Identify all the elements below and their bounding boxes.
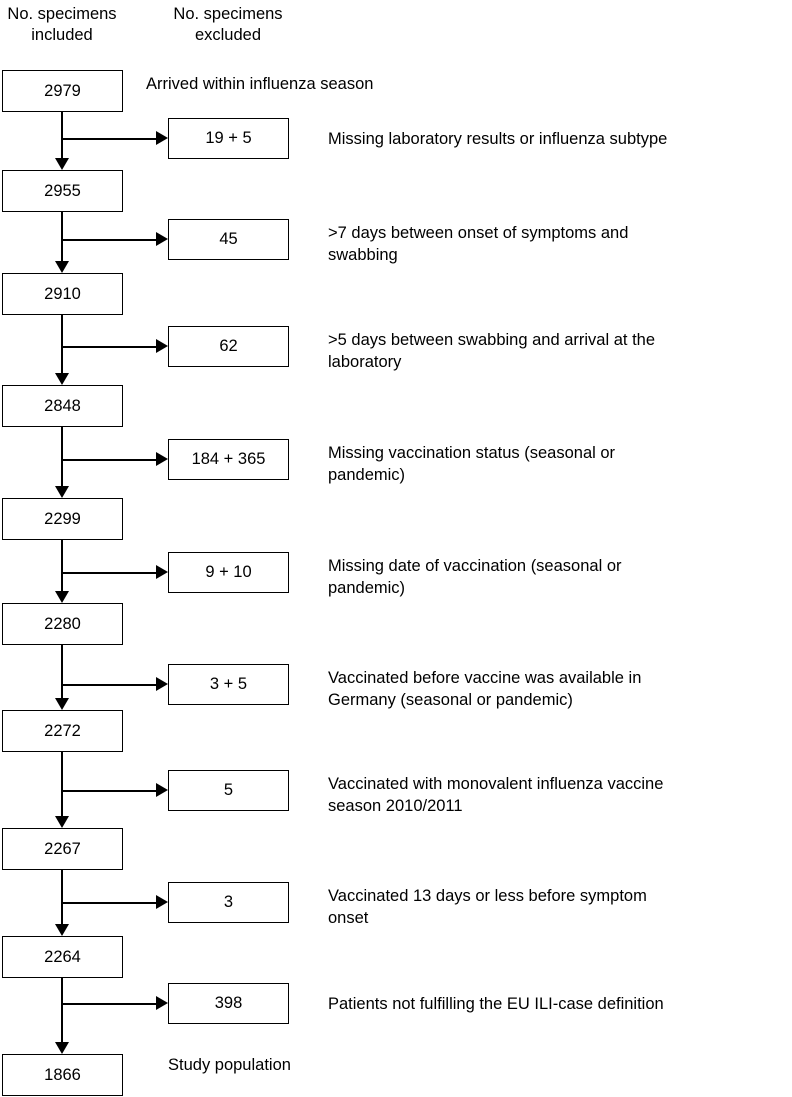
included-count-box: 2272 — [2, 710, 123, 752]
flow-connector-vertical — [61, 112, 64, 159]
included-count-box: 2264 — [2, 936, 123, 978]
arrowhead-right-icon — [156, 452, 168, 466]
exclusion-reason-text: Vaccinated 13 days or less before sympto… — [328, 887, 647, 927]
arrowhead-down-icon — [55, 486, 69, 498]
flow-connector-vertical — [61, 212, 64, 262]
arrowhead-down-icon — [55, 698, 69, 710]
flow-connector-horizontal — [61, 789, 158, 792]
arrowhead-down-icon — [55, 816, 69, 828]
arrowhead-down-icon — [55, 591, 69, 603]
excluded-count-value: 398 — [214, 994, 243, 1012]
exclusion-reason-text: Missing vaccination status (seasonal or … — [328, 444, 616, 484]
exclusion-reason-text: Missing laboratory results or influenza … — [328, 130, 668, 148]
arrowhead-right-icon — [156, 131, 168, 145]
flow-connector-horizontal — [61, 571, 158, 574]
flow-connector-horizontal — [61, 683, 158, 686]
included-count-value: 2848 — [44, 396, 81, 415]
arrowhead-right-icon — [156, 895, 168, 909]
exclusion-reason-text: Vaccinated with monovalent influenza vac… — [328, 775, 664, 815]
flow-connector-horizontal — [61, 901, 158, 904]
included-count-box: 2979 — [2, 70, 123, 112]
flow-connector-vertical — [61, 645, 64, 699]
included-count-value: 2264 — [44, 947, 81, 966]
included-count-box: 2299 — [2, 498, 123, 540]
excluded-count-box: 184 + 365 — [168, 439, 289, 480]
included-count-value: 2267 — [44, 839, 81, 858]
exclusion-reason-text: Vaccinated before vaccine was available … — [328, 669, 642, 709]
flow-connector-horizontal — [61, 1002, 158, 1005]
excluded-count-value: 5 — [223, 781, 234, 799]
included-count-box: 2267 — [2, 828, 123, 870]
excluded-count-value: 19 + 5 — [205, 129, 252, 147]
flow-connector-horizontal — [61, 137, 158, 140]
included-count-box: 2955 — [2, 170, 123, 212]
flow-connector-horizontal — [61, 345, 158, 348]
column-header-excluded: No. specimens excluded — [173, 5, 283, 44]
flow-connector-vertical — [61, 540, 64, 592]
flow-connector-horizontal — [61, 458, 158, 461]
flow-connector-vertical — [61, 315, 64, 374]
arrowhead-right-icon — [156, 677, 168, 691]
top-note-label: Arrived within influenza season — [146, 75, 374, 93]
excluded-count-value: 9 + 10 — [205, 563, 252, 581]
arrowhead-down-icon — [55, 158, 69, 170]
arrowhead-right-icon — [156, 996, 168, 1010]
excluded-count-box: 5 — [168, 770, 289, 811]
included-count-value: 1866 — [44, 1065, 81, 1084]
arrowhead-down-icon — [55, 261, 69, 273]
excluded-count-box: 3 + 5 — [168, 664, 289, 705]
included-count-box: 1866 — [2, 1054, 123, 1096]
arrowhead-down-icon — [55, 1042, 69, 1054]
excluded-count-box: 62 — [168, 326, 289, 367]
excluded-count-value: 184 + 365 — [191, 450, 266, 468]
flow-connector-horizontal — [61, 238, 158, 241]
included-count-value: 2979 — [44, 81, 81, 100]
included-count-box: 2848 — [2, 385, 123, 427]
flow-connector-vertical — [61, 870, 64, 925]
excluded-count-box: 398 — [168, 983, 289, 1024]
included-count-value: 2299 — [44, 509, 81, 528]
flow-connector-vertical — [61, 427, 64, 487]
flow-connector-vertical — [61, 978, 64, 1043]
excluded-count-value: 3 + 5 — [209, 675, 248, 693]
included-count-value: 2280 — [44, 614, 81, 633]
exclusion-reason-text: Missing date of vaccination (seasonal or… — [328, 557, 622, 597]
excluded-count-box: 19 + 5 — [168, 118, 289, 159]
arrowhead-right-icon — [156, 783, 168, 797]
arrowhead-down-icon — [55, 373, 69, 385]
excluded-count-value: 3 — [223, 893, 234, 911]
excluded-count-value: 45 — [219, 230, 238, 248]
arrowhead-right-icon — [156, 565, 168, 579]
arrowhead-right-icon — [156, 232, 168, 246]
excluded-count-value: 62 — [219, 337, 238, 355]
arrowhead-right-icon — [156, 339, 168, 353]
included-count-box: 2280 — [2, 603, 123, 645]
exclusion-reason-text: Patients not fulfilling the EU ILI-case … — [328, 995, 664, 1013]
exclusion-reason-text: >5 days between swabbing and arrival at … — [328, 331, 656, 371]
included-count-box: 2910 — [2, 273, 123, 315]
flow-connector-vertical — [61, 752, 64, 817]
excluded-count-box: 45 — [168, 219, 289, 260]
column-header-included: No. specimens included — [7, 5, 117, 44]
exclusion-reason-text: >7 days between onset of symptoms and sw… — [328, 224, 629, 264]
included-count-value: 2272 — [44, 721, 81, 740]
included-count-value: 2955 — [44, 181, 81, 200]
arrowhead-down-icon — [55, 924, 69, 936]
bottom-note-label: Study population — [168, 1056, 291, 1074]
excluded-count-box: 9 + 10 — [168, 552, 289, 593]
excluded-count-box: 3 — [168, 882, 289, 923]
included-count-value: 2910 — [44, 284, 81, 303]
